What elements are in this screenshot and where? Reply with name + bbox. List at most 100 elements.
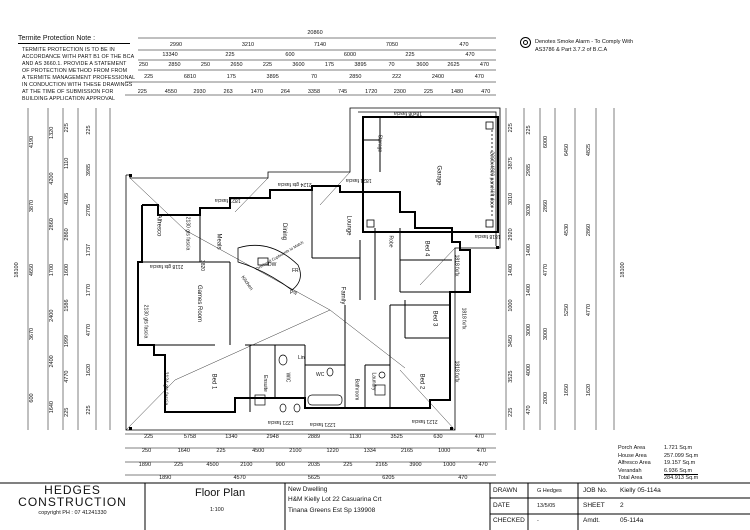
left-dimension: 1600 xyxy=(64,264,70,276)
room-bath-label: Bathroom xyxy=(353,378,360,401)
termite-line: A TERMITE MANAGEMENT PROFESSIONAL xyxy=(22,75,136,81)
smoke-alarm-icon xyxy=(520,37,531,48)
bottom-dimension: 2100 xyxy=(289,448,301,454)
termite-line: BUILDING APPLICATION APPROVAL xyxy=(22,96,116,102)
right-dimension: 3875 xyxy=(508,157,514,169)
left-dimension: 225 xyxy=(64,123,70,132)
sheet-label: SHEET xyxy=(583,502,605,509)
porch-area-label: Porch Area xyxy=(618,445,646,451)
right-dimension: 1620 xyxy=(586,384,592,396)
smoke-alarm-note-2: AS3786 & Part 3.7.2 of B.C.A xyxy=(535,47,608,53)
left-dimension: 225 xyxy=(86,125,92,134)
bottom-dimension: 470 xyxy=(478,462,487,468)
smoke-alarm-note-1: Denotes Smoke Alarm - To Comply With xyxy=(535,39,634,45)
termite-line: AT THE TIME OF SUBMISSION FOR xyxy=(22,89,114,95)
right-dimension: 4770 xyxy=(543,264,549,276)
top-dimension: 470 xyxy=(459,42,468,48)
fascia-note: 1821 fascia xyxy=(346,177,372,183)
top-dimension: 6810 xyxy=(184,74,196,80)
left-dimension: 4200 xyxy=(49,172,55,184)
right-dimension: 4000 xyxy=(526,364,532,376)
right-dimension: 3030 xyxy=(526,204,532,216)
room-wc-label: WC xyxy=(316,372,325,378)
room-bed2-label: Bed 2 xyxy=(418,373,425,390)
top-dimension: 2400 xyxy=(432,74,444,80)
checked-label: CHECKED xyxy=(493,517,525,524)
fascia-note: 2124 gts fascia xyxy=(278,181,312,187)
bottom-dimension: 470 xyxy=(475,434,484,440)
left-dimension: 225 xyxy=(86,405,92,414)
top-dimension: 225 xyxy=(225,52,234,58)
left-dimension-text: 1810041903870465036706001320420028601700… xyxy=(14,123,92,417)
right-dimension-lines xyxy=(505,108,615,430)
room-games-label: Games Room xyxy=(196,284,203,323)
bottom-dimension: 470 xyxy=(458,475,467,481)
job-label: JOB No. xyxy=(583,487,608,494)
left-dimension: 1586 xyxy=(64,299,70,311)
top-dimension: 13340 xyxy=(162,52,177,58)
top-dimension: 250 xyxy=(201,62,210,68)
room-linen-label: Lin xyxy=(298,355,305,361)
top-dimension: 2850 xyxy=(168,62,180,68)
amdt-value: 05-114a xyxy=(620,517,644,524)
right-dimension: 1400 xyxy=(526,244,532,256)
hip-lines xyxy=(125,171,456,431)
title-block-frame xyxy=(0,482,750,530)
top-dimension: 470 xyxy=(465,52,474,58)
company-name-1: HEDGES xyxy=(44,483,101,497)
room-garage-label: Garage xyxy=(435,165,442,186)
bottom-dimension: 6205 xyxy=(382,475,394,481)
fascia-note: 1818 fx/fx xyxy=(460,307,467,330)
house-area-label: House Area xyxy=(618,452,647,459)
bottom-dimension: 1220 xyxy=(326,448,338,454)
right-dimension: 1400 xyxy=(526,284,532,296)
top-dimension: 70 xyxy=(388,62,394,68)
room-pantry-label: Pty xyxy=(290,290,298,296)
top-dimension: 3600 xyxy=(416,62,428,68)
room-dining-label: Dining xyxy=(281,222,288,241)
dishwasher-label: DW xyxy=(268,262,277,268)
bottom-dimension: 2165 xyxy=(401,448,413,454)
right-dimension: 2985 xyxy=(526,164,532,176)
fascia-note: 1221 fascia xyxy=(310,421,336,427)
right-dimension: 2000 xyxy=(543,392,549,404)
bottom-dimension: 4570 xyxy=(233,475,245,481)
right-dimension: 1400 xyxy=(508,264,514,276)
right-dimension: 3000 xyxy=(543,328,549,340)
top-dimension: 7050 xyxy=(386,42,398,48)
verandah-area-value: 6.936 Sq.m xyxy=(664,467,693,474)
alfresco-area-label: Alfresco Area xyxy=(618,460,651,466)
bottom-dimension: 1130 xyxy=(349,434,361,440)
termite-line: TERMITE PROTECTION IS TO BE IN xyxy=(22,47,115,53)
room-robe-label: Robe xyxy=(387,235,394,248)
top-dimension: 1470 xyxy=(251,89,263,95)
termite-note-title: Termite Protection Note : xyxy=(18,35,96,42)
bottom-dimension: 5758 xyxy=(184,434,196,440)
right-dimension: 2860 xyxy=(543,200,549,212)
alfresco-area-value: 19.157 Sq.m xyxy=(664,460,696,466)
fascia-note: 1818 fx/fx xyxy=(453,360,460,383)
left-dimension: 1620 xyxy=(86,364,92,376)
room-laundry-label: Laundry xyxy=(370,372,377,391)
top-dimension: 225 xyxy=(405,52,414,58)
top-dimension: 2650 xyxy=(230,62,242,68)
columns xyxy=(129,174,499,430)
bottom-dimension: 1334 xyxy=(364,448,376,454)
bottom-dimension: 2889 xyxy=(308,434,320,440)
drawn-label: DRAWN xyxy=(493,487,518,494)
termite-line: AND AS 3660.1. PROVIDE A STATEMENT xyxy=(22,61,127,67)
garage-details xyxy=(366,121,494,228)
right-dimension: 470 xyxy=(526,405,532,414)
company-name-2: CONSTRUCTION xyxy=(18,495,127,509)
termite-title-underline xyxy=(18,43,130,44)
porch-area-value: 1.721 Sq.m xyxy=(664,445,693,451)
bottom-dimension: 900 xyxy=(276,462,285,468)
bottom-dimension: 630 xyxy=(433,434,442,440)
top-dimension: 263 xyxy=(224,89,233,95)
top-dimension: 2930 xyxy=(193,89,205,95)
top-dimension: 470 xyxy=(481,89,490,95)
wet-area-fixtures xyxy=(254,354,386,413)
room-alfresco-label: Alfresco xyxy=(155,214,162,237)
